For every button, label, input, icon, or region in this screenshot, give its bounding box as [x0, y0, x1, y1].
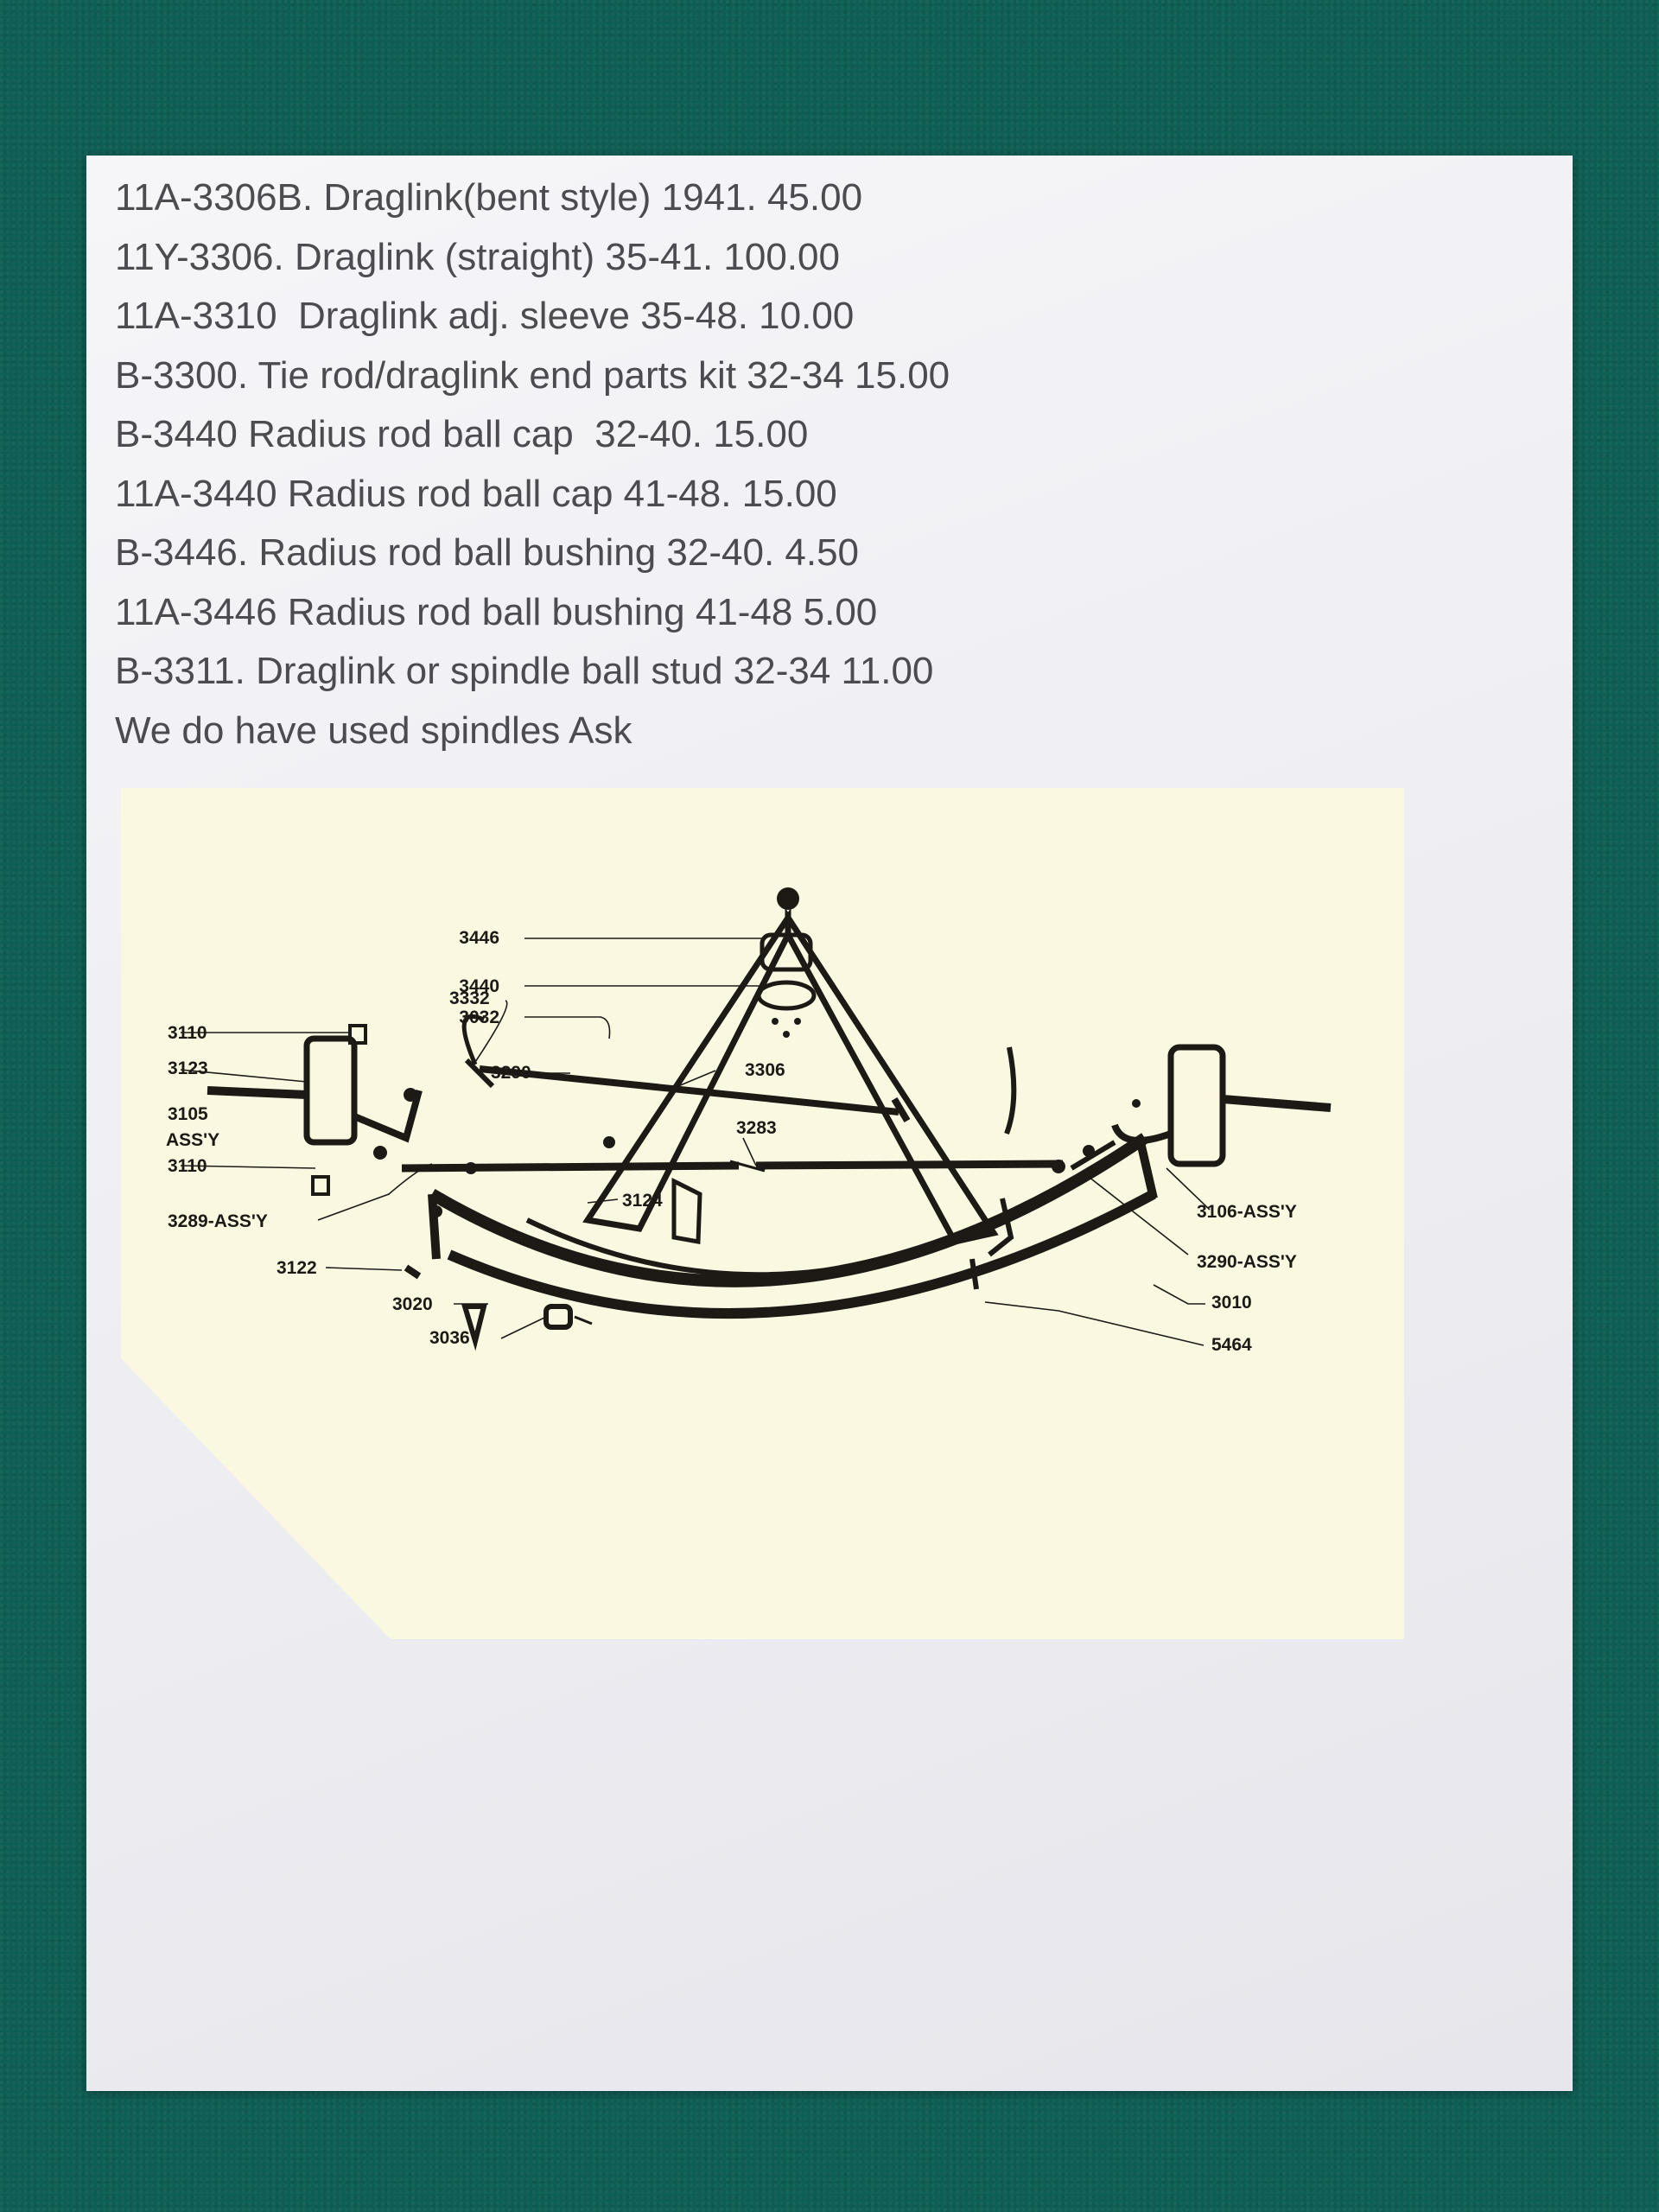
- label-3124: 3124: [622, 1191, 663, 1211]
- label-3106-assy: 3106-ASS'Y: [1197, 1202, 1297, 1222]
- label-3010: 3010: [1211, 1293, 1252, 1313]
- label-3105-assy: ASS'Y: [166, 1130, 219, 1150]
- front-axle-parts-diagram: 3446 3440 3332 3032 3110 3123 3290 3306 …: [166, 887, 1332, 1355]
- price-line: 11A-3310 Draglink adj. sleeve 35-48. 10.…: [115, 295, 855, 337]
- label-3332: 3332: [449, 988, 490, 1008]
- price-line: B-3446. Radius rod ball bushing 32-40. 4…: [115, 531, 860, 574]
- label-3306: 3306: [745, 1060, 785, 1080]
- label-3110-upper: 3110: [168, 1023, 207, 1043]
- label-3123: 3123: [168, 1058, 208, 1078]
- label-5464: 5464: [1211, 1335, 1252, 1355]
- radius-rod-drawing: [582, 887, 999, 1245]
- label-3122: 3122: [276, 1258, 317, 1278]
- price-line: 11A-3440 Radius rod ball cap 41-48. 15.0…: [115, 472, 837, 515]
- note-line: We do have used spindles Ask: [115, 709, 632, 752]
- left-spindle-drawing: [207, 1014, 615, 1217]
- tie-rod-drawing: [401, 1160, 1064, 1173]
- label-3446: 3446: [459, 928, 499, 948]
- price-line: B-3300. Tie rod/draglink end parts kit 3…: [115, 353, 950, 397]
- label-3283: 3283: [736, 1118, 777, 1138]
- label-3110-lower: 3110: [168, 1156, 207, 1176]
- price-line: 11A-3306B. Draglink(bent style) 1941. 45…: [115, 176, 863, 219]
- small-parts-drawing: [404, 1258, 979, 1351]
- price-line: B-3440 Radius rod ball cap 32-40. 15.00: [115, 413, 809, 455]
- leader-lines: [180, 938, 1211, 1346]
- right-spindle-drawing: [1052, 1044, 1332, 1173]
- label-3032: 3032: [459, 1007, 499, 1027]
- axle-beam-drawing: [428, 1046, 1158, 1319]
- price-line: 11Y-3306. Draglink (straight) 35-41. 100…: [115, 235, 840, 278]
- price-line: B-3311. Draglink or spindle ball stud 32…: [115, 650, 934, 692]
- label-3036: 3036: [429, 1328, 470, 1348]
- price-list: 11A-3306B. Draglink(bent style) 1941. 45…: [115, 168, 1411, 760]
- part-labels: 3446 3440 3332 3032 3110 3123 3290 3306 …: [166, 928, 1297, 1355]
- label-3290-assy: 3290-ASS'Y: [1197, 1252, 1297, 1272]
- label-3289-assy: 3289-ASS'Y: [168, 1211, 268, 1231]
- label-3290: 3290: [491, 1063, 531, 1083]
- price-line: 11A-3446 Radius rod ball bushing 41-48 5…: [115, 590, 878, 633]
- label-3105: 3105: [168, 1104, 208, 1124]
- draglink-drawing: [464, 1058, 911, 1123]
- label-3020: 3020: [392, 1294, 433, 1314]
- label-3440: 3440: [459, 976, 499, 996]
